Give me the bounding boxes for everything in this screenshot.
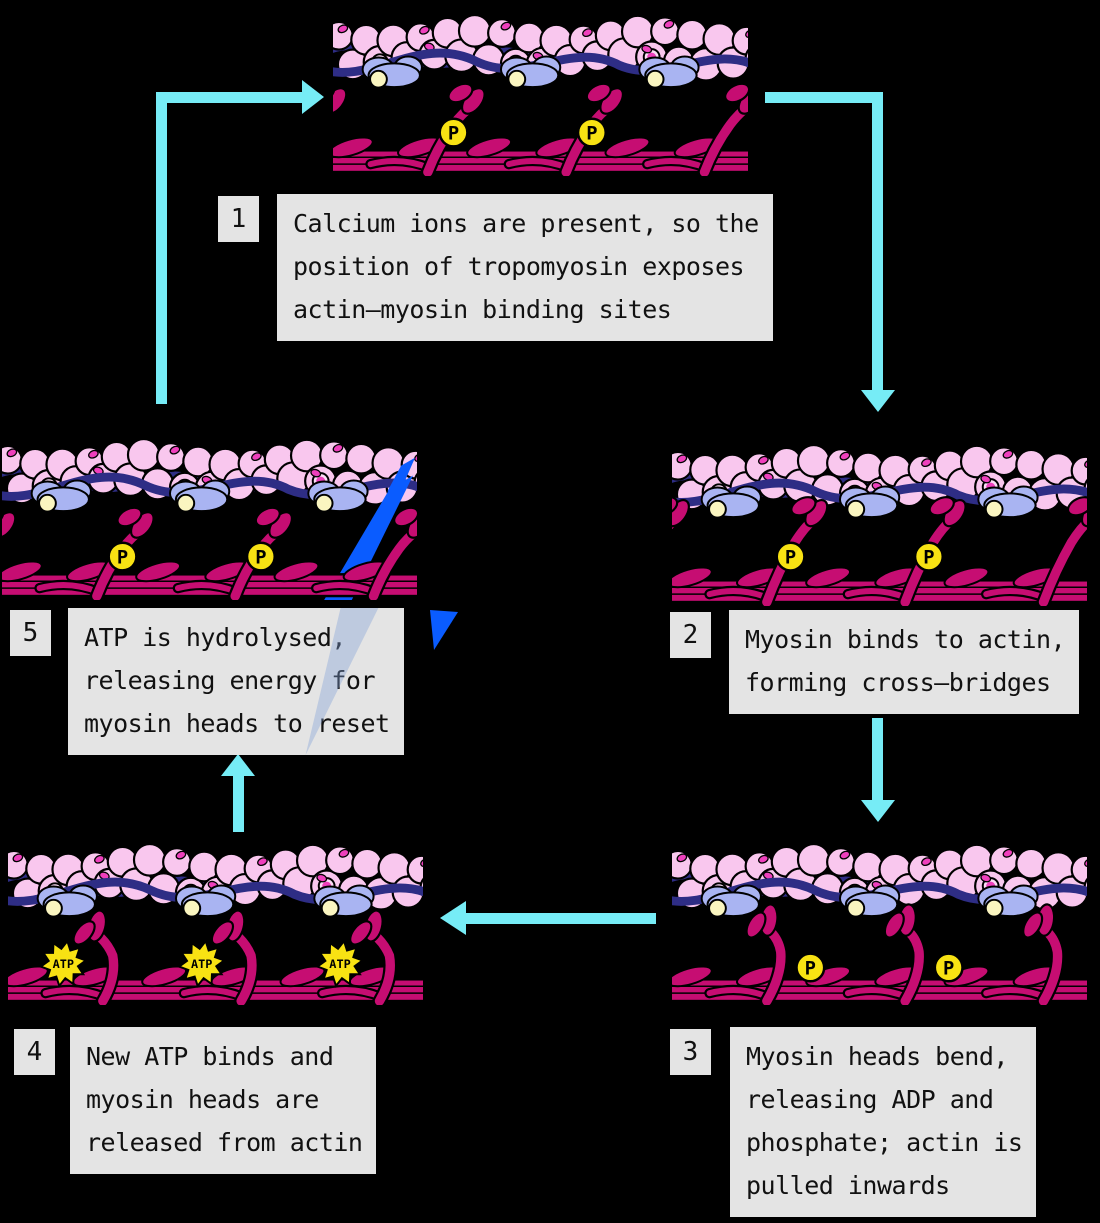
svg-text:P: P bbox=[448, 123, 459, 144]
caption-line: released from actin bbox=[86, 1128, 363, 1157]
caption-line: releasing energy for bbox=[84, 666, 376, 695]
arrow-segment bbox=[872, 718, 883, 802]
arrowhead-up-icon bbox=[221, 754, 255, 776]
svg-text:P: P bbox=[117, 547, 128, 568]
caption-line: ATP is hydrolysed, bbox=[84, 623, 346, 652]
caption-line: Calcium ions are present, so the bbox=[293, 209, 759, 238]
energy-flash-shard bbox=[430, 610, 458, 650]
caption-line: myosin heads to reset bbox=[84, 709, 390, 738]
svg-text:+: + bbox=[93, 545, 105, 568]
arrowhead-down-icon bbox=[861, 390, 895, 412]
arrow-segment bbox=[233, 776, 244, 832]
step-number-badge: 1 bbox=[218, 196, 259, 242]
step-number-badge: 3 bbox=[670, 1029, 711, 1075]
arrowhead-down-icon bbox=[861, 800, 895, 822]
filament-illustration-step-1: + P + P bbox=[333, 16, 748, 176]
svg-text:P: P bbox=[805, 958, 816, 979]
caption-line: Myosin heads bend, bbox=[746, 1042, 1008, 1071]
svg-text:P: P bbox=[943, 958, 954, 979]
arrowhead-left-icon bbox=[440, 901, 466, 935]
step-caption: New ATP binds and myosin heads are relea… bbox=[70, 1027, 377, 1174]
svg-text:P: P bbox=[586, 123, 597, 144]
svg-text:ATP: ATP bbox=[53, 957, 74, 971]
svg-text:ATP: ATP bbox=[329, 957, 350, 971]
caption-line: New ATP binds and bbox=[86, 1042, 334, 1071]
step-number-badge: 4 bbox=[14, 1029, 55, 1075]
caption-line: myosin heads are bbox=[86, 1085, 319, 1114]
filament-illustration-step-5: + P + P bbox=[2, 440, 417, 600]
step-caption: Myosin binds to actin, forming cross–bri… bbox=[729, 610, 1080, 714]
filament-illustration-step-2: + P + P bbox=[672, 446, 1087, 606]
energy-flash-icon bbox=[430, 610, 458, 650]
svg-text:P: P bbox=[785, 548, 796, 569]
svg-text:+: + bbox=[231, 545, 243, 568]
svg-text:P: P bbox=[923, 548, 934, 569]
svg-text:+: + bbox=[899, 546, 911, 569]
svg-text:ATP: ATP bbox=[191, 957, 212, 971]
arrow-segment bbox=[466, 913, 656, 924]
caption-line: releasing ADP and bbox=[746, 1085, 994, 1114]
step-caption: Myosin heads bend, releasing ADP and pho… bbox=[730, 1027, 1037, 1217]
caption-line: phosphate; actin is bbox=[746, 1128, 1023, 1157]
arrow-segment bbox=[765, 92, 883, 103]
svg-text:+: + bbox=[562, 121, 574, 144]
step-caption: Calcium ions are present, so the positio… bbox=[277, 194, 773, 341]
arrow-segment bbox=[872, 92, 883, 390]
arrow-segment bbox=[156, 92, 167, 404]
caption-line: pulled inwards bbox=[746, 1171, 950, 1200]
step-caption: ATP is hydrolysed, releasing energy for … bbox=[68, 608, 404, 755]
arrow-segment bbox=[156, 92, 306, 103]
step-number-badge: 2 bbox=[670, 612, 711, 658]
svg-text:+: + bbox=[761, 546, 773, 569]
step-number-badge: 5 bbox=[10, 610, 51, 656]
arrowhead-right-icon bbox=[302, 80, 324, 114]
filament-illustration-step-4: ATP ATP ATP bbox=[8, 845, 423, 1005]
caption-line: Myosin binds to actin, bbox=[745, 625, 1066, 654]
caption-line: actin–myosin binding sites bbox=[293, 295, 672, 324]
caption-line: position of tropomyosin exposes bbox=[293, 252, 745, 281]
svg-text:+: + bbox=[424, 121, 436, 144]
svg-text:P: P bbox=[255, 547, 266, 568]
caption-line: forming cross–bridges bbox=[745, 668, 1051, 697]
